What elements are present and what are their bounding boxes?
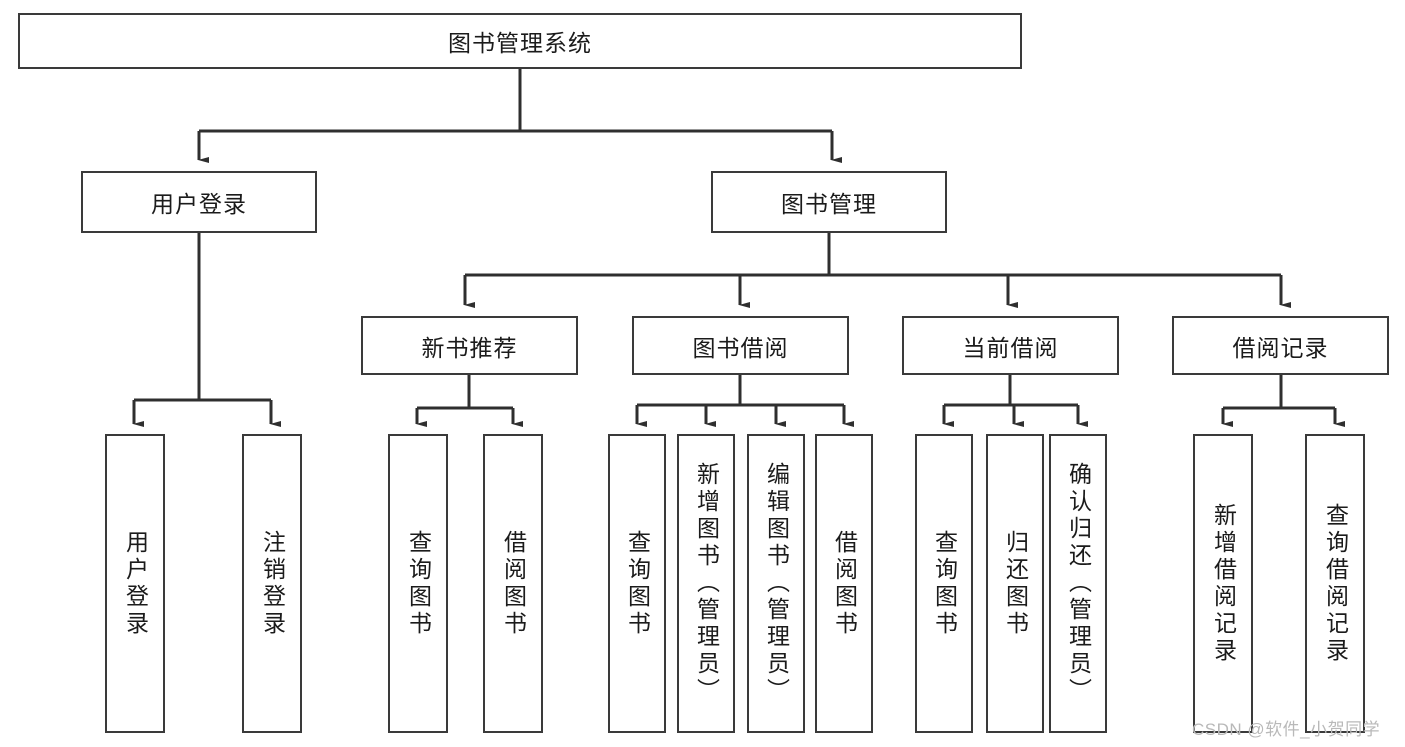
node-leaf-borrow-book-1[interactable]: 借阅图书 [483, 434, 543, 733]
node-leaf-borrow-book-2-label: 借阅图书 [831, 529, 858, 638]
node-book-manage[interactable]: 图书管理 [711, 171, 947, 233]
node-leaf-query-book-3[interactable]: 查询图书 [915, 434, 973, 733]
node-leaf-query-book-3-label: 查询图书 [931, 529, 958, 638]
node-leaf-add-book-label: 新增图书（管理员） [693, 462, 720, 705]
node-leaf-borrow-book-1-label: 借阅图书 [500, 529, 527, 638]
watermark: CSDN @软件_小贺同学 [1192, 720, 1381, 739]
node-leaf-query-book-1[interactable]: 查询图书 [388, 434, 448, 733]
node-leaf-query-record[interactable]: 查询借阅记录 [1305, 434, 1365, 733]
node-leaf-query-record-label: 查询借阅记录 [1322, 502, 1349, 665]
node-book-borrow[interactable]: 图书借阅 [632, 316, 849, 375]
node-book-borrow-label: 图书借阅 [692, 334, 789, 361]
node-leaf-query-book-1-label: 查询图书 [405, 529, 432, 638]
node-leaf-user-login-label: 用户登录 [122, 529, 149, 638]
node-book-manage-label: 图书管理 [781, 191, 877, 217]
node-leaf-borrow-book-2[interactable]: 借阅图书 [815, 434, 873, 733]
node-leaf-return-book[interactable]: 归还图书 [986, 434, 1044, 733]
node-leaf-user-login[interactable]: 用户登录 [105, 434, 165, 733]
node-root-label: 图书管理系统 [448, 30, 592, 56]
node-leaf-confirm-return[interactable]: 确认归还（管理员） [1049, 434, 1107, 733]
node-root[interactable]: 图书管理系统 [18, 13, 1022, 69]
node-user-login-label: 用户登录 [151, 191, 247, 217]
node-leaf-edit-book[interactable]: 编辑图书（管理员） [747, 434, 805, 733]
node-leaf-return-book-label: 归还图书 [1002, 529, 1029, 638]
node-current-borrow[interactable]: 当前借阅 [902, 316, 1119, 375]
node-leaf-add-book[interactable]: 新增图书（管理员） [677, 434, 735, 733]
node-leaf-add-record[interactable]: 新增借阅记录 [1193, 434, 1253, 733]
node-new-book-rec-label: 新书推荐 [421, 334, 518, 361]
node-user-login[interactable]: 用户登录 [81, 171, 317, 233]
node-leaf-add-record-label: 新增借阅记录 [1210, 502, 1237, 665]
node-leaf-edit-book-label: 编辑图书（管理员） [763, 462, 790, 705]
node-leaf-query-book-2[interactable]: 查询图书 [608, 434, 666, 733]
node-new-book-rec[interactable]: 新书推荐 [361, 316, 578, 375]
node-borrow-record-label: 借阅记录 [1232, 334, 1329, 361]
node-leaf-query-book-2-label: 查询图书 [624, 529, 651, 638]
node-borrow-record[interactable]: 借阅记录 [1172, 316, 1389, 375]
node-leaf-confirm-return-label: 确认归还（管理员） [1065, 462, 1092, 705]
node-current-borrow-label: 当前借阅 [962, 334, 1059, 361]
node-leaf-user-logout[interactable]: 注销登录 [242, 434, 302, 733]
node-leaf-user-logout-label: 注销登录 [259, 529, 286, 638]
